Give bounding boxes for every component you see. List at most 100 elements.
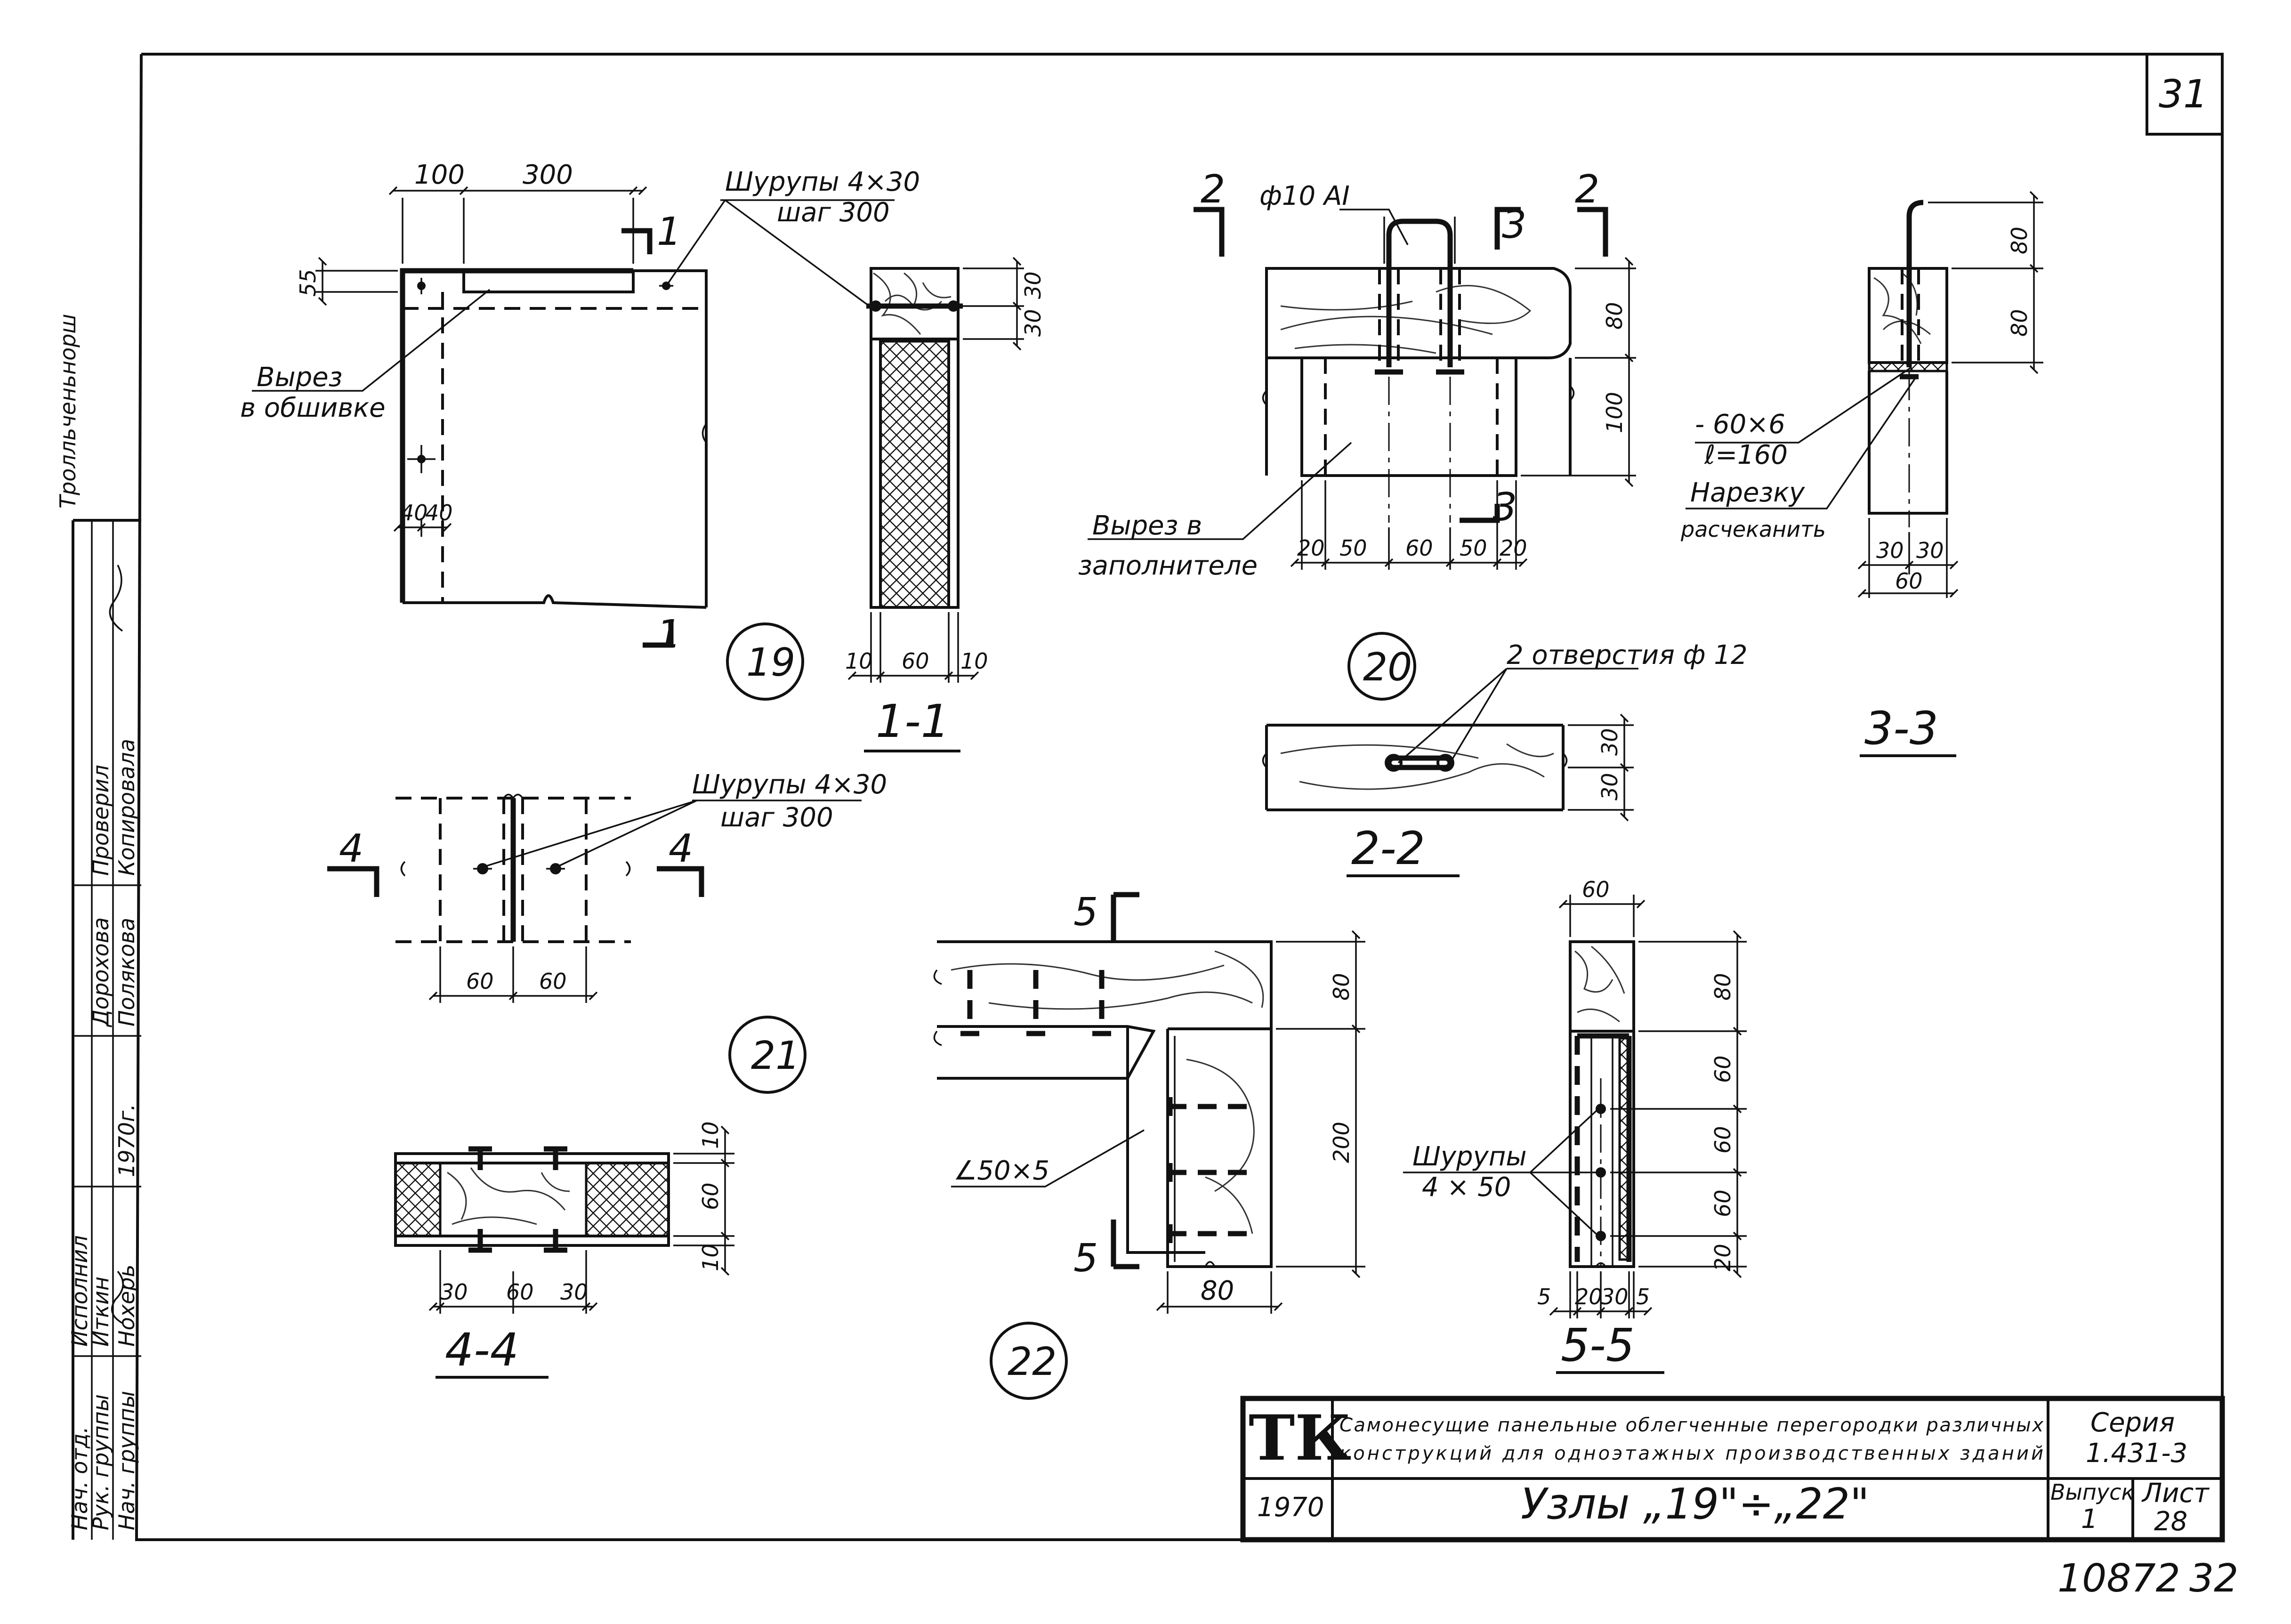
label-angle: ∠50×5 <box>953 1155 1049 1186</box>
dim-label: 10 <box>845 648 873 674</box>
dim-label: 30 <box>1020 309 1046 337</box>
section-title: 2-2 <box>1351 822 1425 875</box>
label-screws: Шурупы <box>1412 1141 1527 1172</box>
stamp-row-role: Рук. группы <box>88 1394 113 1530</box>
section-3-3: 80 80 - 60×6 ℓ=160 Нарезку расчеканить 3… <box>1680 191 2043 757</box>
section-title: 3-3 <box>1864 702 1938 755</box>
year: 1970 <box>1257 1492 1324 1523</box>
dim-label: 30 <box>1020 271 1046 299</box>
cut-marker: 3 <box>1502 202 1526 247</box>
sheet-label: Лист <box>2141 1478 2210 1509</box>
section-title: 1-1 <box>876 695 950 748</box>
dim-label: 30 <box>1916 538 1944 563</box>
stamp-row-sign: Копировала <box>114 739 139 876</box>
dim-label: 60 <box>1405 535 1433 561</box>
detail-22: 5 5 80 200 80 ∠50×5 22 <box>933 890 1365 1400</box>
cut-marker: 5 <box>1073 890 1098 935</box>
cut-marker: 1 <box>657 612 681 657</box>
stamp-row-name: Нохерь <box>114 1264 139 1347</box>
series-value: 1.431-3 <box>2086 1438 2187 1469</box>
title-block: ТК Самонесущие панельные облегченные пер… <box>1240 1396 2225 1543</box>
dim-label: 30 <box>1597 773 1622 800</box>
detail-number-21 <box>728 1016 807 1094</box>
dim-label: 10 <box>698 1121 723 1149</box>
dim-label: 80 <box>1602 302 1627 330</box>
dim-label: 60 <box>1895 568 1923 594</box>
dim-label: 30 <box>440 1279 468 1305</box>
detail-19: 100 300 55 40 40 1 1 Вырез в обшивке Шур… <box>240 160 920 701</box>
dim-label: 80 <box>1201 1276 1234 1306</box>
stamp-row-role: Нач. группы <box>114 1391 139 1530</box>
detail-number: 21 <box>751 1034 800 1078</box>
dim-label: 20 <box>1297 535 1325 561</box>
label-cut: Вырез в <box>1092 510 1202 541</box>
stamp-row-sign: Дорохова <box>88 917 113 1027</box>
stamp-row-role: Нач. отд. <box>67 1426 92 1530</box>
section-4-4: 10 60 10 30 60 30 4-4 <box>394 1121 734 1379</box>
dim-label: 60 <box>698 1182 723 1210</box>
section-title: 5-5 <box>1561 1319 1635 1372</box>
dim-label: 200 <box>1329 1122 1354 1163</box>
dim-label: 20 <box>1710 1244 1735 1271</box>
cut-marker: 5 <box>1073 1236 1098 1281</box>
dim-label: 60 <box>506 1279 534 1305</box>
stamp-row-name: Исполнил <box>67 1235 92 1347</box>
label-rod: ф10 АI <box>1259 181 1350 211</box>
dim-label: 100 <box>1602 392 1627 433</box>
dim-label: 80 <box>2007 309 2032 337</box>
dim-label: 50 <box>1339 535 1367 561</box>
section-2-2: 30 30 2-2 <box>1262 713 1634 877</box>
dim-label: 55 <box>295 269 321 297</box>
sheet-value: 28 <box>2154 1506 2187 1537</box>
dim-label: 60 <box>1710 1189 1735 1217</box>
detail-number: 20 <box>1363 645 1412 690</box>
stamp-row-name: 1970г. <box>114 1104 139 1177</box>
label-thread: Нарезку <box>1690 477 1805 508</box>
project-title-line1: Самонесущие панельные облегченные перего… <box>1339 1414 2043 1436</box>
label-screws: Шурупы 4×30 <box>725 167 920 197</box>
dim-label: 80 <box>2007 226 2032 254</box>
stamp-row-sign: Полякова <box>114 918 139 1026</box>
cut-marker: 1 <box>657 210 681 254</box>
project-title-line2: конструкций для одноэтажных производстве… <box>1339 1443 2043 1464</box>
dim-label: 60 <box>1582 877 1610 902</box>
issue-value: 1 <box>2081 1504 2098 1535</box>
cut-marker: 2 <box>1575 167 1599 212</box>
dim-label: 60 <box>466 969 494 994</box>
dim-label: 10 <box>698 1244 723 1271</box>
cut-marker: 2 <box>1201 167 1225 212</box>
dim-label: 80 <box>1329 973 1354 1001</box>
page-number: 31 <box>2159 72 2208 117</box>
cut-marker: 3 <box>1492 485 1517 530</box>
issue-label: Выпуск <box>2050 1479 2134 1505</box>
label-screws: шаг 300 <box>777 197 890 228</box>
detail-number: 19 <box>746 640 795 685</box>
bottom-number: 10872 <box>2057 1556 2180 1601</box>
cut-marker: 4 <box>339 826 363 871</box>
cut-marker: 4 <box>669 826 693 871</box>
dim-label: 60 <box>1710 1126 1735 1154</box>
label-plate: - 60×6 <box>1695 409 1785 440</box>
label-thread: расчеканить <box>1680 517 1826 542</box>
dim-label: 60 <box>902 648 929 674</box>
dim-label: 40 <box>425 500 453 525</box>
detail-number: 22 <box>1008 1340 1057 1384</box>
stamp-top-text: Тролльченьнорш <box>55 314 81 509</box>
label-screws: Шурупы 4×30 <box>692 769 887 800</box>
signature <box>109 565 124 1324</box>
label-screws: 4 × 50 <box>1422 1172 1511 1203</box>
dim-label: 60 <box>539 969 567 994</box>
label-cut: Вырез <box>257 362 342 393</box>
label-cut: заполнителе <box>1078 550 1258 581</box>
logo: ТК <box>1249 1402 1351 1475</box>
dim-label: 30 <box>1876 538 1904 563</box>
detail-number-22 <box>990 1322 1068 1400</box>
detail-21: 4 4 Шурупы 4×30 шаг 300 60 60 21 <box>327 769 887 1094</box>
detail-number-19 <box>726 622 804 701</box>
dim-label: 5 <box>1636 1284 1650 1309</box>
dim-label: 80 <box>1710 973 1735 1001</box>
detail-20: ф10 АI 2 3 2 3 80 100 20 50 60 50 20 Выр… <box>1078 167 1748 764</box>
stamp-row-sign: Проверил <box>88 765 113 876</box>
section-title: 4-4 <box>445 1324 519 1376</box>
